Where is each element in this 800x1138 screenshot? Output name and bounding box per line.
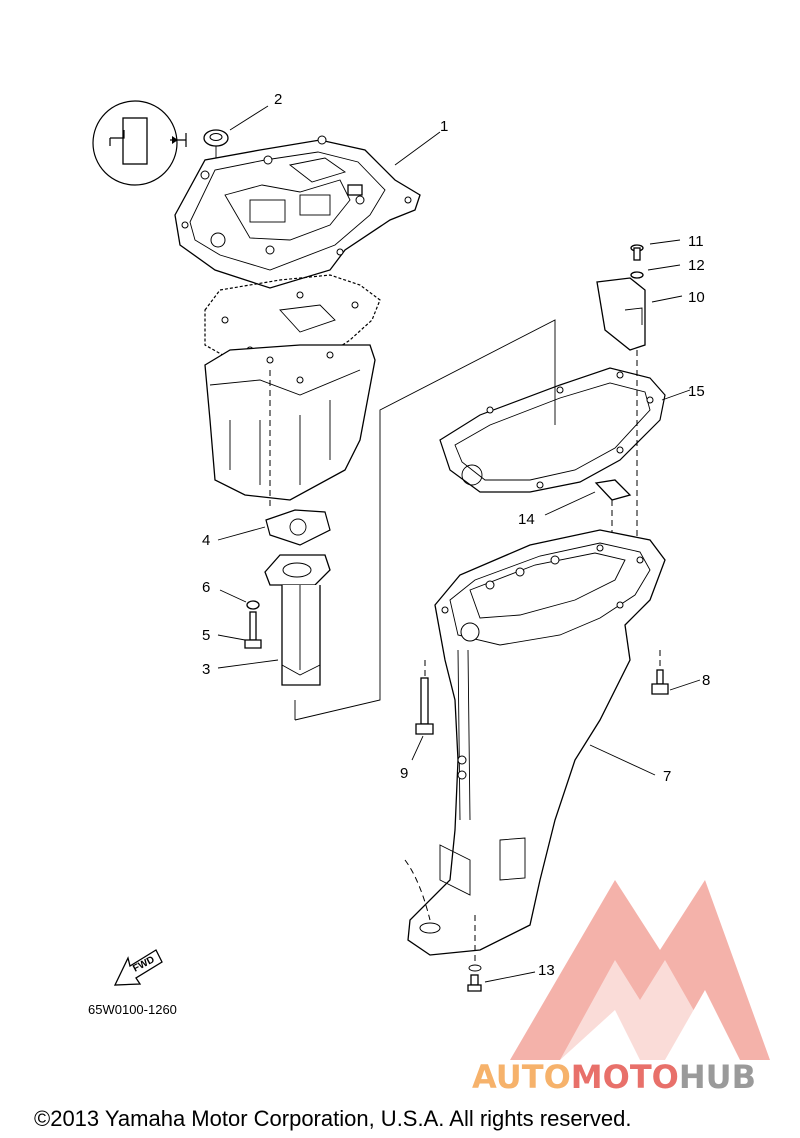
callout-9: 9 bbox=[400, 765, 408, 782]
part-1-plate bbox=[174, 131, 441, 289]
callout-4: 4 bbox=[202, 532, 210, 549]
part-13-bolt bbox=[467, 964, 536, 992]
callout-12: 12 bbox=[688, 257, 705, 274]
callout-3: 3 bbox=[202, 661, 210, 678]
part-15-gasket bbox=[439, 367, 691, 493]
part-8-bolt bbox=[651, 650, 701, 695]
part-9-bolt bbox=[411, 660, 434, 761]
part-5-bolt bbox=[217, 611, 262, 649]
callout-8: 8 bbox=[702, 672, 710, 689]
inset-detail bbox=[92, 100, 187, 186]
callout-5: 5 bbox=[202, 627, 210, 644]
callout-1: 1 bbox=[440, 118, 448, 135]
part-6-washer bbox=[219, 589, 260, 610]
automotohub-logo bbox=[510, 880, 770, 1060]
oil-pan bbox=[204, 344, 376, 510]
callout-10: 10 bbox=[688, 289, 705, 306]
part-11-screw bbox=[630, 239, 681, 261]
callout-15: 15 bbox=[688, 383, 705, 400]
callout-11: 11 bbox=[688, 233, 704, 250]
callout-14: 14 bbox=[518, 511, 535, 528]
part-4-gasket bbox=[217, 509, 331, 546]
callout-2: 2 bbox=[274, 91, 282, 108]
callout-7: 7 bbox=[663, 768, 671, 785]
part-12-washer bbox=[630, 264, 681, 279]
watermark-part-moto: MOTO bbox=[571, 1058, 679, 1096]
callout-13: 13 bbox=[538, 962, 555, 979]
fwd-arrow-icon: FWD bbox=[113, 949, 163, 986]
watermark-part-auto: AUTO bbox=[472, 1058, 571, 1096]
watermark-part-hub: HUB bbox=[679, 1058, 756, 1096]
callout-6: 6 bbox=[202, 579, 210, 596]
watermark-text: AUTOMOTOHUB bbox=[472, 1058, 756, 1096]
assembly-lines bbox=[294, 319, 556, 721]
part-7-casing bbox=[404, 529, 666, 965]
copyright-notice: ©2013 Yamaha Motor Corporation, U.S.A. A… bbox=[34, 1106, 631, 1131]
callout-labels: 1 2 3 4 5 6 7 8 9 10 11 12 13 14 15 bbox=[202, 91, 710, 979]
part-3-tube bbox=[217, 554, 331, 686]
part-10-bracket bbox=[596, 277, 683, 560]
part-14-clip bbox=[544, 479, 632, 540]
drawing-code: 65W0100-1260 bbox=[88, 1002, 177, 1017]
